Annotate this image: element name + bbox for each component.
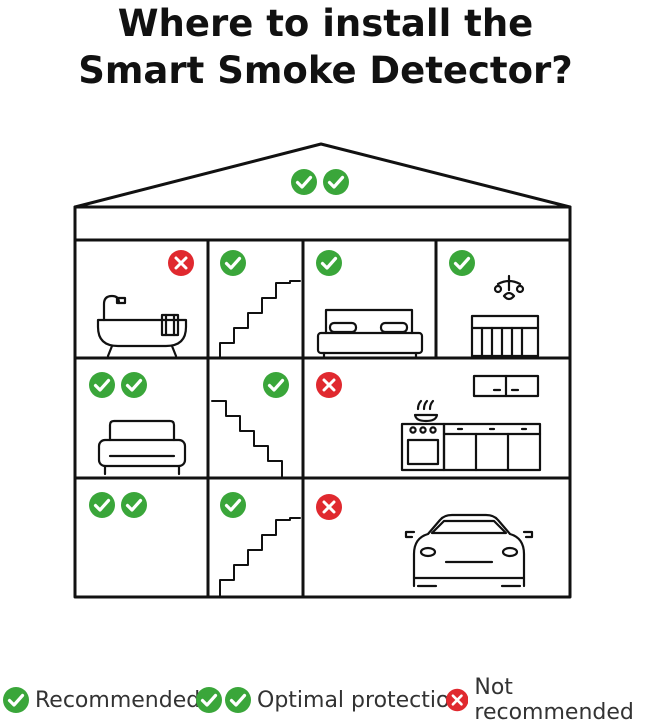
roof-outline <box>73 142 572 209</box>
stairs-middle <box>211 400 283 478</box>
check-icon <box>119 490 149 520</box>
page-title: Where to install the Smart Smoke Detecto… <box>0 0 651 94</box>
bedroom-check-icon <box>314 248 344 278</box>
kitchen-cross-icon <box>314 370 344 400</box>
bathtub-icon <box>96 294 188 358</box>
bathroom-cross-icon <box>166 248 196 278</box>
stairs-bottom <box>219 517 301 597</box>
house-outline <box>73 205 572 599</box>
check-icon <box>196 687 222 713</box>
check-icon <box>3 687 29 713</box>
title-line-2: Smart Smoke Detector? <box>78 49 573 92</box>
legend-not-recommended-label: Not recommended <box>474 675 634 725</box>
legend: Recommended Optimal protection Not recom… <box>0 675 651 725</box>
check-icon <box>87 370 117 400</box>
title-line-1: Where to install the <box>117 2 534 45</box>
living-room-optimal-indicator <box>87 370 149 400</box>
bed-icon <box>316 308 424 359</box>
check-icon <box>289 167 319 197</box>
stairs-top <box>219 280 301 358</box>
car-icon <box>404 513 534 588</box>
attic-optimal-indicator <box>289 167 351 197</box>
check-icon <box>87 490 117 520</box>
legend-recommended: Recommended <box>3 684 200 716</box>
legend-recommended-label: Recommended <box>35 687 201 713</box>
legend-not-recommended: Not recommended <box>446 675 651 725</box>
check-icon <box>119 370 149 400</box>
sofa-icon <box>97 419 187 476</box>
check-icon <box>321 167 351 197</box>
check-icon <box>225 687 251 713</box>
cross-icon <box>446 688 469 712</box>
garage-cross-icon <box>314 492 344 522</box>
kitchen-icon <box>400 374 542 472</box>
nursery-check-icon <box>447 248 477 278</box>
stairs-bottom-check-icon <box>218 490 248 520</box>
crib-icon <box>470 274 540 358</box>
legend-optimal-label: Optimal protection <box>257 687 464 713</box>
stairs-top-check-icon <box>218 248 248 278</box>
legend-optimal: Optimal protection <box>196 684 463 716</box>
basement-optimal-indicator <box>87 490 149 520</box>
stairs-middle-check-icon <box>261 370 291 400</box>
